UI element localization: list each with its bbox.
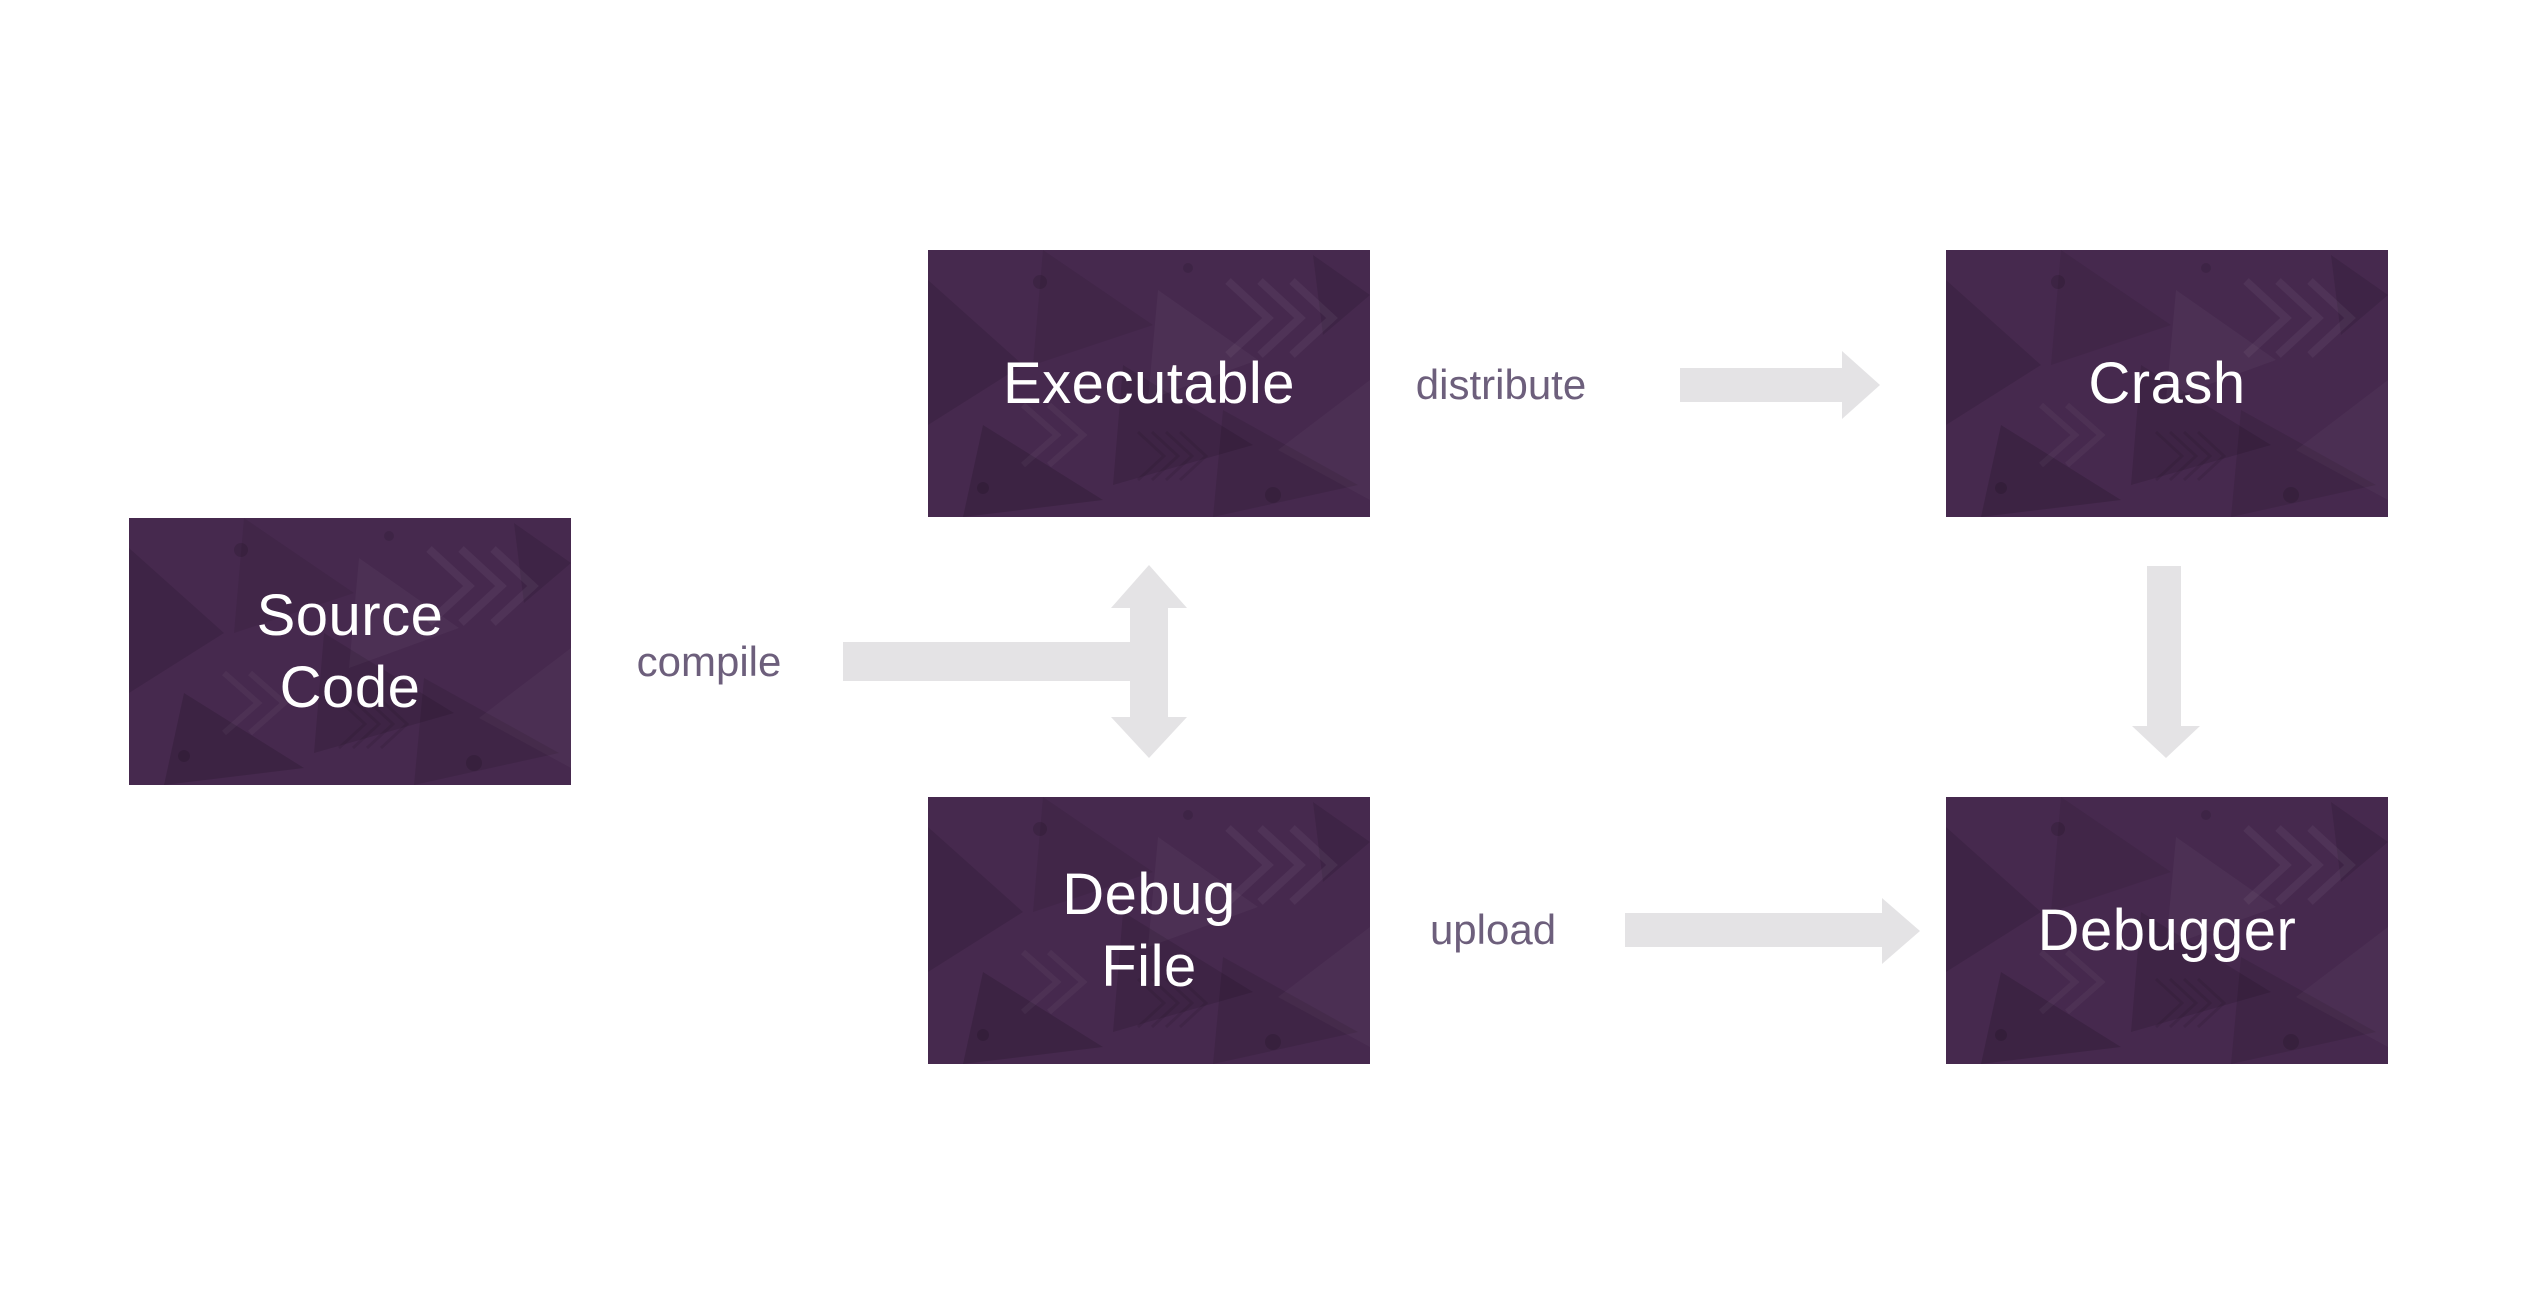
upload-right-arrow-icon — [1625, 898, 1920, 964]
compile-double-arrow-icon — [843, 565, 1187, 758]
node-crash-label: Crash — [2088, 350, 2246, 416]
node-crash: Crash — [1946, 250, 2388, 517]
node-debugger: Debugger — [1946, 797, 2388, 1064]
edge-label-upload: upload — [1429, 906, 1557, 953]
node-debug-file-label: Debug File — [1062, 861, 1236, 999]
node-debugger-label: Debugger — [2037, 897, 2297, 963]
node-source-code: Source Code — [129, 518, 571, 785]
crash-to-debugger-down-arrow-icon — [2132, 566, 2200, 758]
edge-label-distribute: distribute — [1415, 361, 1587, 408]
node-source-code-label: Source Code — [256, 582, 444, 720]
edge-label-compile: compile — [636, 638, 782, 685]
node-debug-file: Debug File — [928, 797, 1370, 1064]
node-executable: Executable — [928, 250, 1370, 517]
distribute-right-arrow-icon — [1680, 351, 1880, 419]
node-executable-label: Executable — [1003, 350, 1295, 416]
